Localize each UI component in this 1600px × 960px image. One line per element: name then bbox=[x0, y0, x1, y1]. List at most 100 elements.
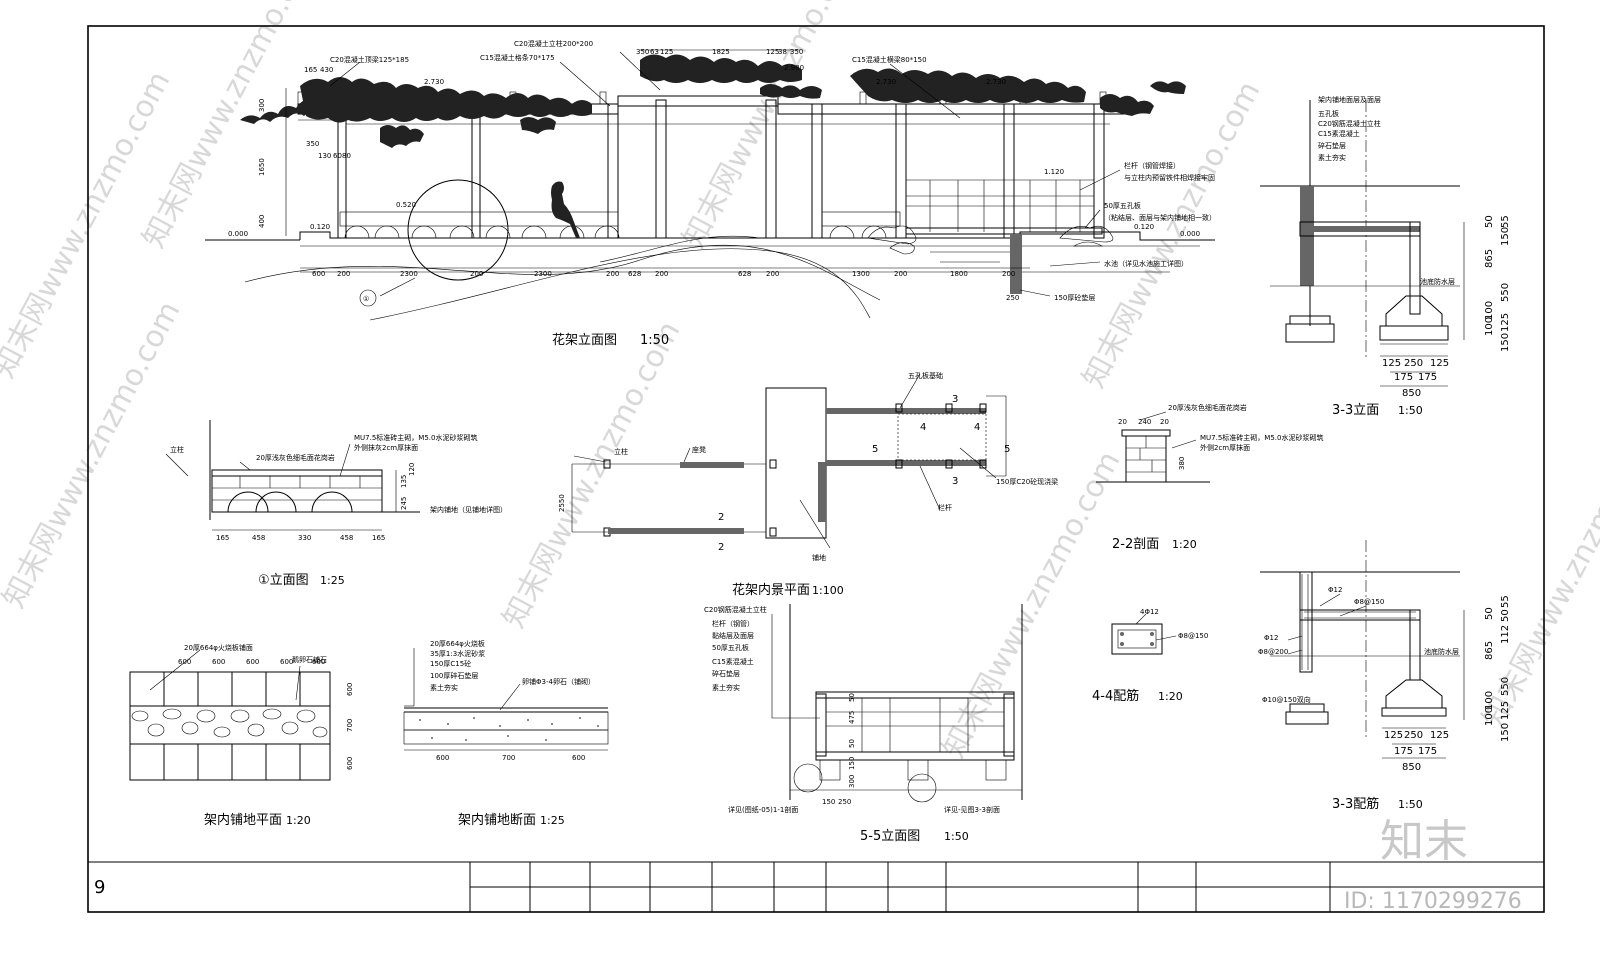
dim-label: 125 bbox=[1382, 358, 1401, 369]
layer-note: 素土夯实 bbox=[1318, 153, 1346, 162]
dim-label: 475 bbox=[848, 711, 856, 724]
dim-label: 458 bbox=[340, 534, 353, 542]
dim-label: 2550 bbox=[558, 494, 566, 512]
view-title: 花架立面图 bbox=[552, 332, 617, 348]
view-title: 2-2剖面 bbox=[1112, 537, 1159, 552]
view-title: 4-4配筋 bbox=[1092, 688, 1139, 704]
label-railing: 栏杆 bbox=[938, 503, 952, 512]
view-scale: 1:20 bbox=[286, 814, 311, 827]
dim-label: 175 bbox=[1418, 746, 1437, 757]
label-post: 立柱 bbox=[614, 447, 628, 456]
dim-label: 55 bbox=[1500, 215, 1511, 228]
layer-note: 素土夯实 bbox=[430, 683, 458, 692]
dim-label: 125 bbox=[1384, 730, 1403, 741]
dim-label: 200 bbox=[337, 270, 350, 278]
dim-label: 850 bbox=[1402, 388, 1421, 399]
note-right-1: MU7.5标准砖主砌，M5.0水泥砂浆砌筑 bbox=[354, 433, 477, 442]
dim-label: 1825 bbox=[712, 48, 730, 56]
layer-note: 150厚C15砼 bbox=[430, 659, 471, 668]
dim-label: 600 bbox=[246, 658, 259, 666]
layer-note: 栏杆（钢管） bbox=[712, 619, 754, 628]
note-top-beam: C20混凝土顶梁125*185 bbox=[330, 55, 409, 64]
dim-label: 600 bbox=[572, 754, 585, 762]
dim-label: 2300 bbox=[534, 270, 552, 278]
dim-label: 200 bbox=[1002, 270, 1015, 278]
level-mark: 2.730 bbox=[876, 78, 896, 86]
paving-plan: 20厚664φ火烧板铺面 鹅卵石铺石 600 600 600 600 600 6… bbox=[129, 643, 354, 828]
layer-note: 架内铺地面层及面层 bbox=[1318, 95, 1381, 104]
dim-label: 165 bbox=[372, 534, 385, 542]
dim-label: 250 bbox=[1404, 730, 1423, 741]
bar-label: Φ12 bbox=[1328, 586, 1342, 594]
pebble-fill bbox=[131, 708, 328, 738]
layer-note: 35厚1:3水泥砂浆 bbox=[430, 649, 485, 658]
post-label: 立柱 bbox=[170, 445, 184, 454]
dim-label: 600 bbox=[346, 757, 354, 770]
note-right-2: 外侧抹灰2cm厚抹面 bbox=[354, 443, 418, 452]
dim-label: 300 bbox=[848, 775, 856, 788]
dim-label: 200 bbox=[766, 270, 779, 278]
dim-label: 50 bbox=[1484, 607, 1495, 620]
dim-label: 175 bbox=[1418, 372, 1437, 383]
pebble-note: 卵铺Φ3-4卵石（铺砌） bbox=[522, 677, 595, 686]
section-marker: 2 bbox=[718, 512, 724, 523]
view-scale: 1:50 bbox=[640, 333, 669, 348]
dim-label: 130 bbox=[318, 152, 331, 160]
watermark-text: 知末网www.znzmo.com bbox=[676, 0, 867, 254]
dim-label: 120 bbox=[408, 463, 416, 476]
note-column: C20混凝土立柱200*200 bbox=[514, 39, 593, 48]
label-seat: 座凳 bbox=[692, 445, 706, 454]
section-marker: 3 bbox=[952, 394, 958, 405]
sheet-number: 9 bbox=[94, 877, 105, 898]
note-railing: 栏杆（钢管焊接） bbox=[1124, 161, 1180, 170]
ground-note: 池底防水层 bbox=[1424, 647, 1459, 656]
dim-label: 865 bbox=[1484, 249, 1495, 268]
section-2-2: 20厚浅灰色细毛面花岗岩 MU7.5标准砖主砌，M5.0水泥砂浆砌筑 外侧2cm… bbox=[1096, 403, 1323, 552]
label-paving: 铺地 bbox=[812, 553, 826, 562]
dim-label: 250 bbox=[1006, 294, 1019, 302]
ground-note: 池底防水层 bbox=[1420, 277, 1455, 286]
level-mark: 1.120 bbox=[1044, 168, 1064, 176]
dim-label: 1300 bbox=[852, 270, 870, 278]
dim-label: 55 bbox=[1500, 595, 1511, 608]
dim-label: 350 bbox=[790, 48, 803, 56]
view-scale: 1:20 bbox=[1158, 690, 1183, 703]
dim-label: 38 bbox=[778, 48, 787, 56]
note-rafter: C15混凝土格条70*175 bbox=[480, 53, 555, 62]
dim-label: 50 bbox=[848, 693, 856, 702]
view-scale: 1:100 bbox=[812, 584, 844, 597]
dim-label: 100 bbox=[1484, 707, 1495, 726]
layer-note: 素土夯实 bbox=[712, 683, 740, 692]
dim-label: 240 bbox=[1138, 418, 1151, 426]
detail-1-elevation: 立柱 20厚浅灰色细毛面花岗岩 MU7.5标准砖主砌，M5.0水泥砂浆砌筑 外侧… bbox=[165, 420, 507, 588]
level-mark: 0.000 bbox=[1180, 230, 1200, 238]
base-note: Φ10@150双向 bbox=[1262, 695, 1311, 704]
sheet-frame: 9 bbox=[87, 25, 1545, 913]
dim-label: 380 bbox=[1178, 457, 1186, 470]
layer-note: C20钢筋混凝土立柱 bbox=[1318, 119, 1381, 128]
dim-label: 200 bbox=[894, 270, 907, 278]
dim-label: 600 bbox=[212, 658, 225, 666]
bar-label: Φ8@200 bbox=[1258, 648, 1288, 656]
stirrup-label: Φ8@150 bbox=[1178, 632, 1208, 640]
layer-note: 碎石垫层 bbox=[712, 669, 740, 678]
layer-note: 黏结层及面层 bbox=[712, 631, 754, 640]
dim-label: 125 bbox=[1430, 730, 1449, 741]
dim-label: 330 bbox=[298, 534, 311, 542]
note-foundation: 150厚砼垫层 bbox=[1054, 293, 1095, 302]
view-title: ①立面图 bbox=[258, 573, 309, 588]
dim-label: 550 bbox=[1500, 283, 1511, 302]
note-right-1: MU7.5标准砖主砌，M5.0水泥砂浆砌筑 bbox=[1200, 433, 1323, 442]
dim-label: 125 bbox=[1500, 313, 1511, 332]
level-mark: 2.980 bbox=[784, 64, 804, 72]
note-beam-right: C15混凝土横梁80*150 bbox=[852, 55, 927, 64]
dim-label: 865 bbox=[1484, 641, 1495, 660]
level-mark: 2.730 bbox=[986, 78, 1006, 86]
dim-label: 250 bbox=[838, 798, 851, 806]
dim-label: 300 bbox=[258, 99, 266, 112]
dim-label: 200 bbox=[655, 270, 668, 278]
dim-label: 80 bbox=[342, 152, 351, 160]
view-title: 3-3配筋 bbox=[1332, 796, 1379, 812]
dim-label: 175 bbox=[1394, 372, 1413, 383]
